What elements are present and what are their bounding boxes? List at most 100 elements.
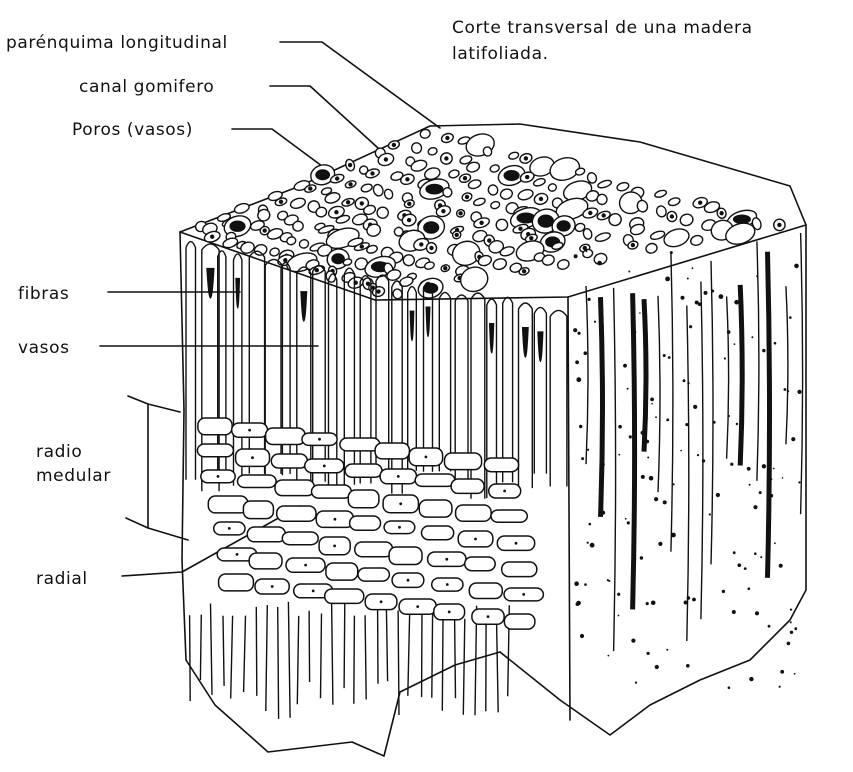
- vessel-element: [490, 323, 494, 353]
- texture-dot: [580, 634, 584, 638]
- cell: [654, 189, 667, 198]
- vessel-element: [301, 291, 307, 321]
- texture-dot: [782, 477, 784, 479]
- texture-dot: [774, 542, 776, 544]
- pore-lumen: [504, 171, 519, 181]
- texture-dot: [749, 677, 753, 681]
- cell: [372, 183, 384, 197]
- texture-dot: [590, 543, 595, 548]
- pore-lumen: [424, 222, 439, 233]
- cell-lumen: [280, 200, 283, 203]
- cell: [253, 243, 268, 257]
- right-streak: [633, 293, 635, 609]
- cell-lumen: [524, 157, 527, 160]
- right-streak: [601, 297, 603, 517]
- texture-dot: [685, 423, 688, 426]
- texture-dot: [790, 631, 793, 634]
- cell: [360, 183, 373, 193]
- ray-cell: [198, 418, 232, 435]
- texture-dot: [787, 642, 791, 646]
- ray-cell: [197, 444, 233, 457]
- cell-lumen: [335, 211, 338, 214]
- ray-cell-nucleus: [318, 438, 321, 441]
- cell: [650, 230, 666, 241]
- ray-cell: [325, 589, 364, 603]
- ray-cell-nucleus: [503, 490, 506, 493]
- cell-lumen: [430, 247, 433, 250]
- ray-cell: [208, 496, 248, 513]
- fiber: [313, 266, 326, 482]
- cell-lumen: [778, 223, 781, 226]
- texture-dot: [791, 437, 795, 441]
- cell-lumen: [211, 235, 214, 238]
- ray-cell: [326, 563, 358, 580]
- ray-cell: [350, 516, 381, 530]
- pore-lumen: [316, 170, 329, 180]
- texture-dot: [645, 440, 649, 444]
- ray-cell: [484, 458, 518, 472]
- texture-dot: [587, 449, 589, 451]
- ray-cell: [445, 453, 482, 470]
- right-streak: [757, 241, 759, 480]
- right-streak: [740, 285, 742, 466]
- texture-dot: [631, 639, 635, 643]
- ray-cell: [456, 505, 492, 521]
- cell-lumen: [284, 259, 287, 262]
- texture-dot: [687, 278, 689, 280]
- ray-cell: [247, 527, 285, 542]
- pore-lumen: [230, 221, 245, 231]
- cell-lumen: [530, 237, 533, 240]
- texture-dot: [722, 590, 725, 593]
- texture-dot: [748, 587, 751, 590]
- cell-lumen: [526, 176, 529, 179]
- texture-dot: [618, 454, 620, 456]
- texture-dot: [574, 254, 578, 258]
- ray-cell: [249, 553, 282, 569]
- cell-lumen: [488, 239, 491, 242]
- texture-dot: [733, 551, 736, 554]
- cell: [645, 242, 659, 254]
- texture-dot: [784, 388, 787, 391]
- ray-cell-nucleus: [304, 564, 307, 567]
- right-streak: [614, 288, 616, 651]
- texture-dot: [649, 476, 654, 481]
- cell-lumen: [589, 212, 592, 215]
- cell-lumen: [523, 270, 526, 273]
- ray-cell: [358, 568, 389, 581]
- cell-lumen: [263, 229, 266, 232]
- lower-fiber: [200, 615, 201, 681]
- lower-fiber: [256, 607, 257, 696]
- cell: [490, 200, 501, 209]
- cell: [655, 205, 667, 218]
- cell: [233, 202, 250, 215]
- ray-cell: [238, 475, 277, 488]
- texture-dot: [756, 275, 758, 277]
- cell-lumen: [408, 219, 411, 222]
- texture-dot: [576, 377, 581, 382]
- cell: [556, 258, 570, 270]
- lower-fiber: [432, 601, 433, 698]
- texture-dot: [651, 601, 656, 606]
- ray-cell: [275, 480, 314, 496]
- cell: [679, 213, 695, 228]
- texture-dot: [639, 312, 641, 314]
- cell: [547, 183, 557, 192]
- cell: [410, 142, 423, 155]
- cell: [269, 247, 280, 257]
- cell-lumen: [349, 164, 352, 167]
- lower-fiber: [190, 615, 191, 701]
- texture-dot: [794, 627, 797, 630]
- ray-cell: [469, 583, 502, 599]
- texture-dot: [573, 328, 577, 332]
- texture-dot: [601, 463, 605, 467]
- texture-dot: [779, 686, 781, 688]
- cell: [392, 288, 403, 300]
- radio-medular-bracket: [126, 396, 188, 540]
- texture-dot: [790, 621, 792, 623]
- texture-dot: [647, 652, 650, 655]
- cell: [616, 181, 630, 192]
- cell: [495, 218, 509, 232]
- texture-dot: [608, 655, 610, 657]
- ray-cell: [312, 485, 352, 498]
- texture-dot: [666, 649, 668, 651]
